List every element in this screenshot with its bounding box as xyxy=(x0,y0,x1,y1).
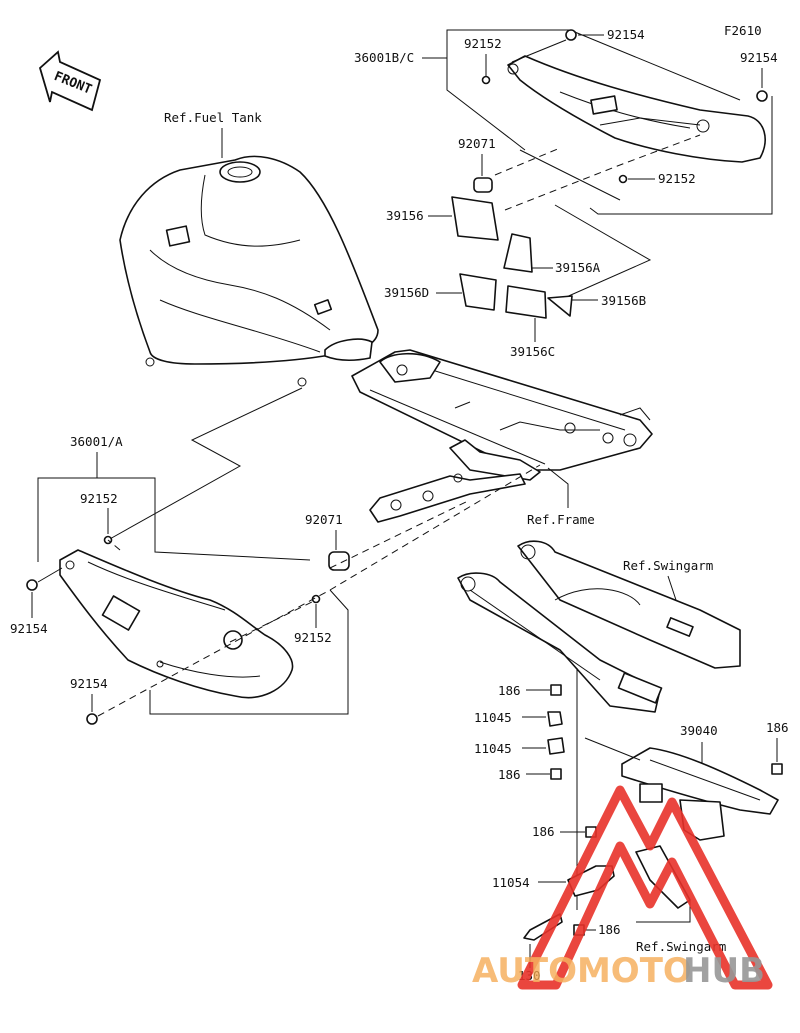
bolt-186-b-icon xyxy=(550,768,562,780)
label-186-b: 186 xyxy=(498,767,521,782)
label-92154-left: 92154 xyxy=(10,621,48,636)
grommet-92152-top-icon xyxy=(481,75,491,85)
watermark-logo: AUTOMOTO HUB xyxy=(472,785,773,991)
front-arrow-icon: FRONT xyxy=(38,50,102,112)
side-cover-left xyxy=(59,549,294,699)
collar-11045-a-icon xyxy=(547,711,563,727)
bolt-92154-right-icon xyxy=(756,90,768,102)
emblem-39156d xyxy=(459,273,497,311)
watermark-brand-b: HUB xyxy=(683,951,765,991)
label-11045-b: 11045 xyxy=(474,741,512,756)
label-186-d: 186 xyxy=(598,922,621,937)
grommet-92152-mid-icon xyxy=(618,174,628,184)
label-36001a: 36001/A xyxy=(70,434,123,449)
bolt-92154-top-icon xyxy=(565,29,604,41)
ref-frame: Ref.Frame xyxy=(527,512,595,527)
ref-swingarm-top: Ref.Swingarm xyxy=(623,558,713,573)
side-cover-right xyxy=(507,55,766,163)
label-92152-low: 92152 xyxy=(294,630,332,645)
label-11045-a: 11045 xyxy=(474,710,512,725)
label-11054: 11054 xyxy=(492,875,530,890)
bolt-186-right-icon xyxy=(771,763,783,775)
label-39156d: 39156D xyxy=(384,285,429,300)
label-39040: 39040 xyxy=(680,723,718,738)
label-39156c: 39156C xyxy=(510,344,555,359)
label-39156a: 39156A xyxy=(555,260,601,275)
emblem-39156c xyxy=(505,285,547,319)
swingarm xyxy=(457,540,741,713)
label-92152-left: 92152 xyxy=(80,491,118,506)
bolt-186-a-icon xyxy=(550,684,562,696)
watermark-brand-a: AUTOMOTO xyxy=(472,951,692,991)
emblem-39156b xyxy=(547,295,573,317)
figure-code: F2610 xyxy=(724,23,762,38)
fuel-tank xyxy=(119,155,379,387)
label-39156: 39156 xyxy=(386,208,424,223)
label-92154-right: 92154 xyxy=(740,50,778,65)
ref-swingarm-bottom: Ref.Swingarm xyxy=(636,939,726,954)
chain-cover xyxy=(621,747,779,841)
label-186-right: 186 xyxy=(766,720,789,735)
collar-11045-b-icon xyxy=(547,737,565,755)
label-39156b: 39156B xyxy=(601,293,646,308)
grommet-92071-top-icon xyxy=(473,177,493,193)
rear-frame xyxy=(351,349,653,523)
emblem-39156a xyxy=(503,233,533,273)
label-92152-mid: 92152 xyxy=(658,171,696,186)
bolt-92154-left-icon xyxy=(26,579,38,591)
emblem-39156 xyxy=(451,196,499,241)
ref-fuel-tank: Ref.Fuel Tank xyxy=(164,110,262,125)
bolt-92154-low-icon xyxy=(86,713,98,725)
label-92154-low: 92154 xyxy=(70,676,108,691)
label-36001bc: 36001B/C xyxy=(354,50,414,65)
label-92152-top: 92152 xyxy=(464,36,502,51)
label-186-c: 186 xyxy=(532,824,555,839)
label-186-a: 186 xyxy=(498,683,521,698)
label-92071-left: 92071 xyxy=(305,512,343,527)
label-92071-top: 92071 xyxy=(458,136,496,151)
grommet-92071-left-icon xyxy=(328,551,350,571)
label-92154-top: 92154 xyxy=(607,27,645,42)
